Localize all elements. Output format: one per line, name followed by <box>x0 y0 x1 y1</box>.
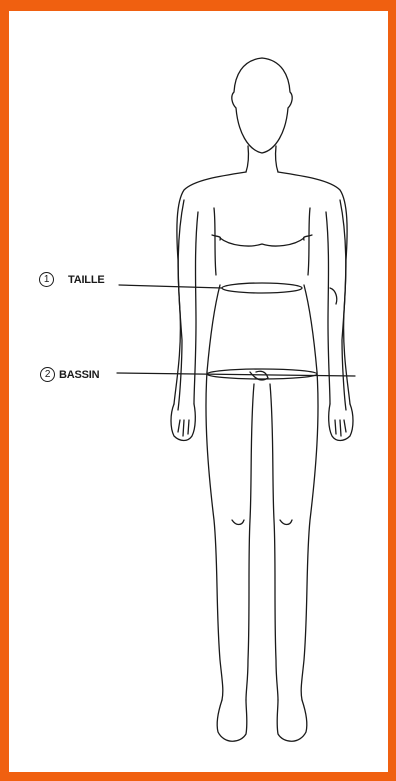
measure-label-waist: 1 TAILLE <box>39 272 104 287</box>
neck-outline <box>246 146 278 172</box>
measure-label-hips: 2 BASSIN <box>40 367 99 382</box>
measure-text-waist: TAILLE <box>68 274 104 286</box>
left-arm-outline <box>171 200 198 441</box>
measure-text-hips: BASSIN <box>59 369 99 381</box>
right-arm-outline <box>326 200 353 441</box>
head-outline <box>232 58 292 153</box>
feet-outline <box>217 700 307 741</box>
hips-measure <box>117 369 355 379</box>
waist-ellipse <box>222 283 302 293</box>
legs-outline <box>206 371 318 700</box>
hips-leader-line <box>117 373 355 376</box>
waist-measure <box>119 283 302 293</box>
waist-leader-line <box>119 285 222 288</box>
measure-number-2: 2 <box>40 367 55 382</box>
measure-number-1: 1 <box>39 272 54 287</box>
